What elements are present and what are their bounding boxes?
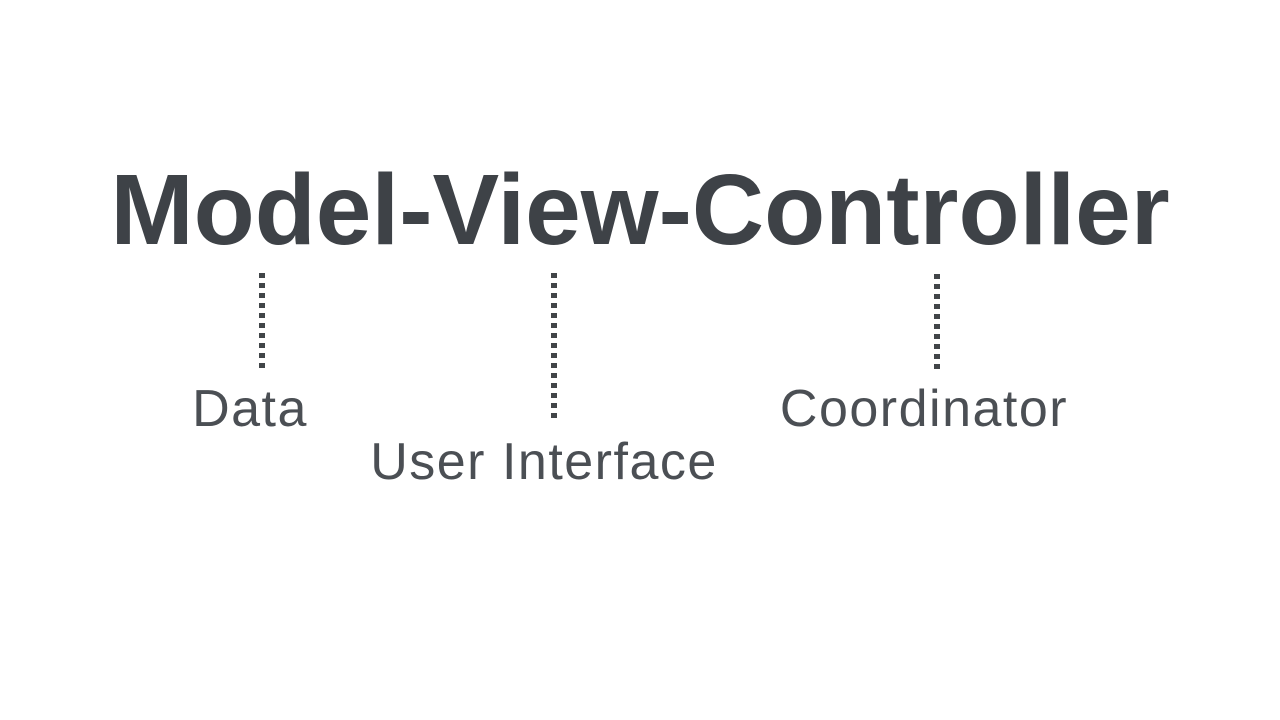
- annotation-label-controller: Coordinator: [779, 380, 1069, 438]
- dotted-connector-model: [259, 273, 265, 369]
- diagram-title: Model-View-Controller: [110, 154, 1170, 266]
- annotation-label-model: Data: [192, 380, 308, 438]
- annotation-label-view: User Interface: [370, 433, 718, 491]
- dotted-connector-controller: [934, 274, 940, 369]
- dotted-connector-view: [551, 273, 557, 421]
